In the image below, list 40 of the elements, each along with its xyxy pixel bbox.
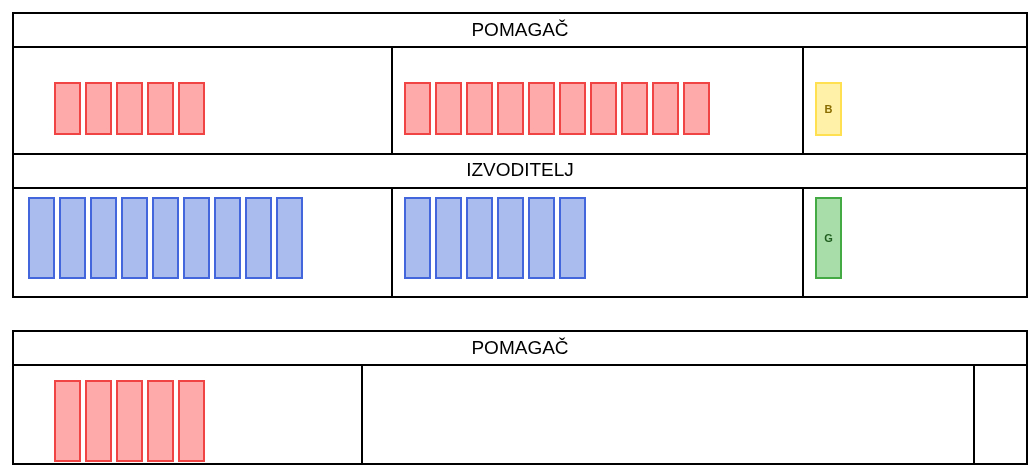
row-heading: POMAGAČ (471, 336, 569, 360)
card (147, 82, 174, 135)
card (404, 82, 431, 135)
card (528, 197, 555, 279)
row-heading: POMAGAČ (471, 18, 569, 42)
card (116, 82, 143, 135)
row-heading: IZVODITELJ (466, 158, 574, 182)
card (214, 197, 241, 279)
card (59, 197, 86, 279)
card (435, 197, 462, 279)
card (683, 82, 710, 135)
card (528, 82, 555, 135)
card (497, 197, 524, 279)
card (466, 82, 493, 135)
card (121, 197, 148, 279)
card (85, 380, 112, 462)
card (85, 82, 112, 135)
card (559, 82, 586, 135)
card (147, 380, 174, 462)
card (276, 197, 303, 279)
card (404, 197, 431, 279)
card (245, 197, 272, 279)
card (28, 197, 55, 279)
card (435, 82, 462, 135)
card (54, 380, 81, 462)
card (54, 82, 81, 135)
card (178, 380, 205, 462)
labeled-card: B (815, 82, 842, 136)
card (497, 82, 524, 135)
card (178, 82, 205, 135)
card (152, 197, 179, 279)
card (116, 380, 143, 462)
card (183, 197, 210, 279)
card (466, 197, 493, 279)
card (90, 197, 117, 279)
card (621, 82, 648, 135)
card (559, 197, 586, 279)
card (652, 82, 679, 135)
labeled-card: G (815, 197, 842, 279)
card (590, 82, 617, 135)
